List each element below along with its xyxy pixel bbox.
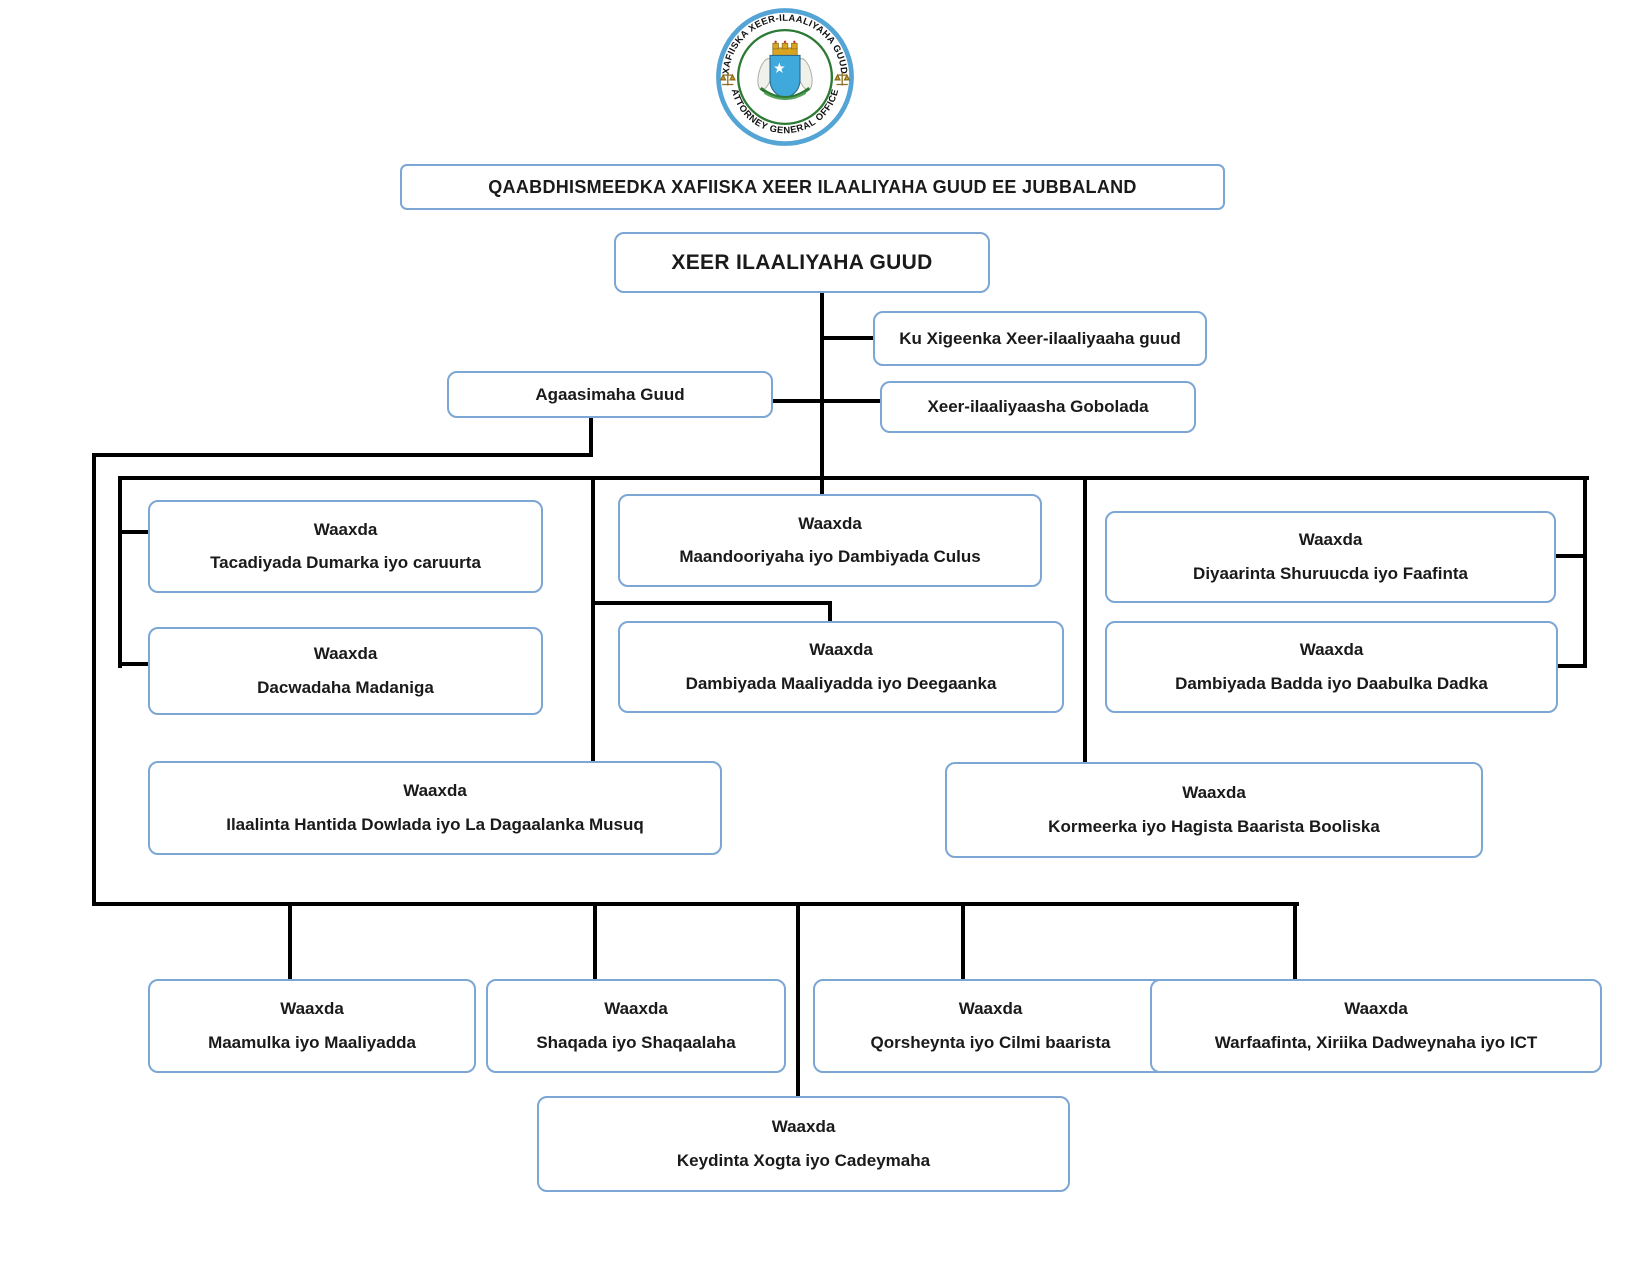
- connector-line: [1556, 664, 1587, 668]
- seal-crown: [772, 40, 798, 56]
- node-label: Kormeerka iyo Hagista Baarista Booliska: [1048, 816, 1380, 836]
- connector-line: [1554, 554, 1587, 558]
- node-label: Waaxda: [280, 999, 344, 1019]
- connector-line: [1583, 476, 1587, 668]
- node-label: Maamulka iyo Maaliyadda: [208, 1032, 416, 1052]
- connector-line: [593, 902, 597, 980]
- node-label: Keydinta Xogta iyo Cadeymaha: [676, 1150, 931, 1170]
- node-waaxda-maamulka: Waaxda Maamulka iyo Maaliyadda: [148, 979, 476, 1073]
- connector-line: [92, 453, 96, 906]
- node-waaxda-kormeerka: Waaxda Kormeerka iyo Hagista Baarista Bo…: [945, 762, 1483, 858]
- node-label: Dacwadaha Madaniga: [257, 677, 434, 697]
- connector-line: [796, 902, 800, 1099]
- node-agaasimaha-guud: Agaasimaha Guud: [447, 371, 773, 418]
- node-label: Dambiyada Badda iyo Daabulka Dadka: [1175, 673, 1488, 693]
- node-label: Waaxda: [958, 999, 1023, 1019]
- node-label: Maandooriyaha iyo Dambiyada Culus: [679, 547, 981, 567]
- node-waaxda-diyaarinta: Waaxda Diyaarinta Shuruucda iyo Faafinta: [1105, 511, 1556, 603]
- node-label: Warfaafinta, Xiriika Dadweynaha iyo ICT: [1214, 1032, 1538, 1052]
- connector-line: [118, 476, 122, 668]
- node-label: Ilaalinta Hantida Dowlada iyo La Dagaala…: [226, 814, 644, 834]
- node-waaxda-keydinta: Waaxda Keydinta Xogta iyo Cadeymaha: [537, 1096, 1070, 1192]
- connector-line: [1293, 902, 1297, 980]
- node-waaxda-shaqada: Waaxda Shaqada iyo Shaqaalaha: [486, 979, 786, 1073]
- seal-shield: [769, 54, 801, 100]
- node-label: Waaxda: [771, 1117, 836, 1137]
- node-label: Waaxda: [798, 513, 862, 533]
- node-label: Dambiyada Maaliyadda iyo Deegaanka: [685, 673, 997, 693]
- node-waaxda-dambiyada-maaliyadda: Waaxda Dambiyada Maaliyadda iyo Deegaank…: [618, 621, 1064, 713]
- node-label: Qorsheynta iyo Cilmi baarista: [870, 1032, 1111, 1052]
- seal-laurel: [759, 86, 811, 101]
- connector-line: [773, 399, 882, 403]
- node-waaxda-qorsheynta: Waaxda Qorsheynta iyo Cilmi baarista: [813, 979, 1168, 1073]
- connector-line: [118, 530, 150, 534]
- node-waaxda-warfaafinta: Waaxda Warfaafinta, Xiriika Dadweynaha i…: [1150, 979, 1602, 1073]
- connector-line: [820, 293, 824, 496]
- node-label: Waaxda: [1299, 640, 1364, 660]
- node-label: Ku Xigeenka Xeer-ilaaliyaaha guud: [899, 328, 1181, 348]
- connector-line: [288, 902, 292, 980]
- connector-line: [828, 601, 832, 624]
- node-waaxda-ilaalinta-hantida: Waaxda Ilaalinta Hantida Dowlada iyo La …: [148, 761, 722, 855]
- node-xeer-ilaaliyaasha-gobolada: Xeer-ilaaliyaasha Gobolada: [880, 381, 1196, 433]
- node-label: Waaxda: [1344, 999, 1408, 1019]
- node-label: Waaxda: [1182, 783, 1246, 803]
- connector-line: [591, 601, 832, 605]
- node-waaxda-dambiyada-badda: Waaxda Dambiyada Badda iyo Daabulka Dadk…: [1105, 621, 1558, 713]
- node-waaxda-tacadiyada: Waaxda Tacadiyada Dumarka iyo caruurta: [148, 500, 543, 593]
- scales-icon: [719, 72, 851, 86]
- connector-line: [118, 662, 150, 666]
- node-waaxda-maandooriyaha: Waaxda Maandooriyaha iyo Dambiyada Culus: [618, 494, 1042, 587]
- node-label: Xeer-ilaaliyaasha Gobolada: [927, 397, 1149, 416]
- node-ku-xigeenka: Ku Xigeenka Xeer-ilaaliyaaha guud: [873, 311, 1207, 366]
- node-label: Diyaarinta Shuruucda iyo Faafinta: [1193, 563, 1468, 583]
- node-xeer-ilaaliyaha-guud: XEER ILAALIYAHA GUUD: [614, 232, 990, 293]
- connector-line: [1083, 476, 1087, 765]
- node-waaxda-dacwadaha: Waaxda Dacwadaha Madaniga: [148, 627, 543, 715]
- node-label: Tacadiyada Dumarka iyo caruurta: [210, 553, 481, 573]
- node-label: XEER ILAALIYAHA GUUD: [671, 250, 933, 274]
- node-label: Waaxda: [604, 999, 668, 1019]
- connector-line: [92, 453, 593, 457]
- connector-line: [961, 902, 965, 980]
- seal-drapes: [757, 58, 813, 91]
- connector-line: [118, 476, 1589, 480]
- node-label: Waaxda: [313, 519, 378, 539]
- connector-line: [820, 336, 875, 340]
- chart-title: QAABDHISMEEDKA XAFIISKA XEER ILAALIYAHA …: [400, 164, 1225, 210]
- attorney-general-seal: XAFIISKA XEER-ILAALIYAHA GUUD ATTORNEY G…: [705, 2, 865, 152]
- seal-icon: XAFIISKA XEER-ILAALIYAHA GUUD ATTORNEY G…: [716, 8, 854, 146]
- connector-line: [92, 902, 1299, 906]
- node-label: Waaxda: [809, 640, 873, 660]
- node-label: Waaxda: [403, 781, 467, 801]
- node-label: Waaxda: [313, 644, 378, 664]
- node-label: Agaasimaha Guud: [535, 384, 685, 404]
- connector-line: [589, 416, 593, 457]
- node-label: Waaxda: [1298, 530, 1363, 550]
- node-label: Shaqada iyo Shaqaalaha: [536, 1032, 736, 1052]
- connector-line: [591, 476, 595, 764]
- chart-title-text: QAABDHISMEEDKA XAFIISKA XEER ILAALIYAHA …: [488, 176, 1137, 197]
